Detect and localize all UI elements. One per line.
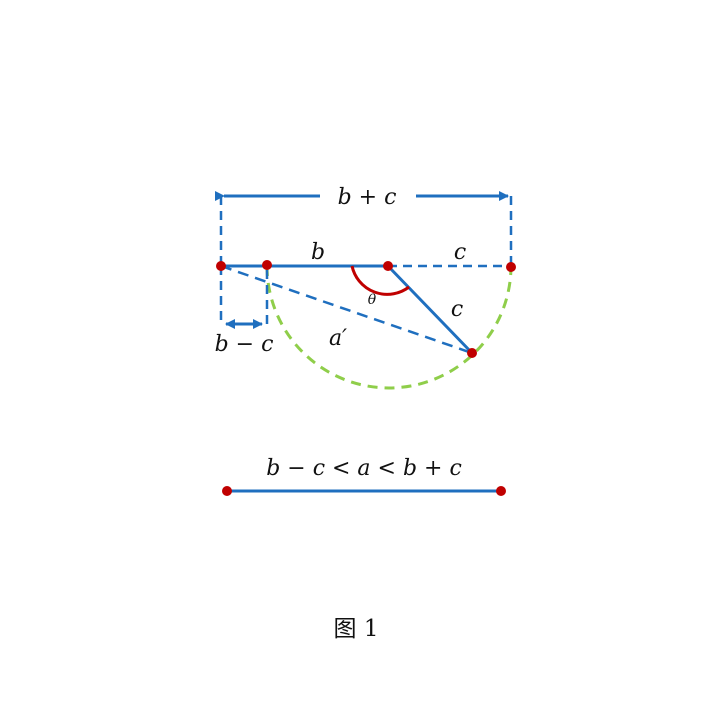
point-center xyxy=(383,261,393,271)
label-b-minus-c: b − c xyxy=(215,332,274,357)
semicircle-arc xyxy=(265,265,513,390)
label-theta: θ xyxy=(368,292,377,308)
segment-c-side xyxy=(386,264,474,355)
inequality-text: b − c < a < b + c xyxy=(266,456,462,481)
point-b-start xyxy=(262,260,272,270)
label-a-prime: a′ xyxy=(329,326,347,351)
label-c-side: c xyxy=(451,297,463,322)
angle-theta-arc xyxy=(350,265,410,296)
point-right xyxy=(506,262,516,272)
figure-caption: 图 1 xyxy=(334,616,379,642)
segment-a-prime xyxy=(220,264,473,355)
point-a-right xyxy=(496,486,506,496)
point-c-end xyxy=(467,348,477,358)
label-b-plus-c: b + c xyxy=(338,185,397,210)
point-left xyxy=(216,261,226,271)
label-b: b xyxy=(311,240,325,265)
label-c-top: c xyxy=(454,240,466,265)
point-a-left xyxy=(222,486,232,496)
